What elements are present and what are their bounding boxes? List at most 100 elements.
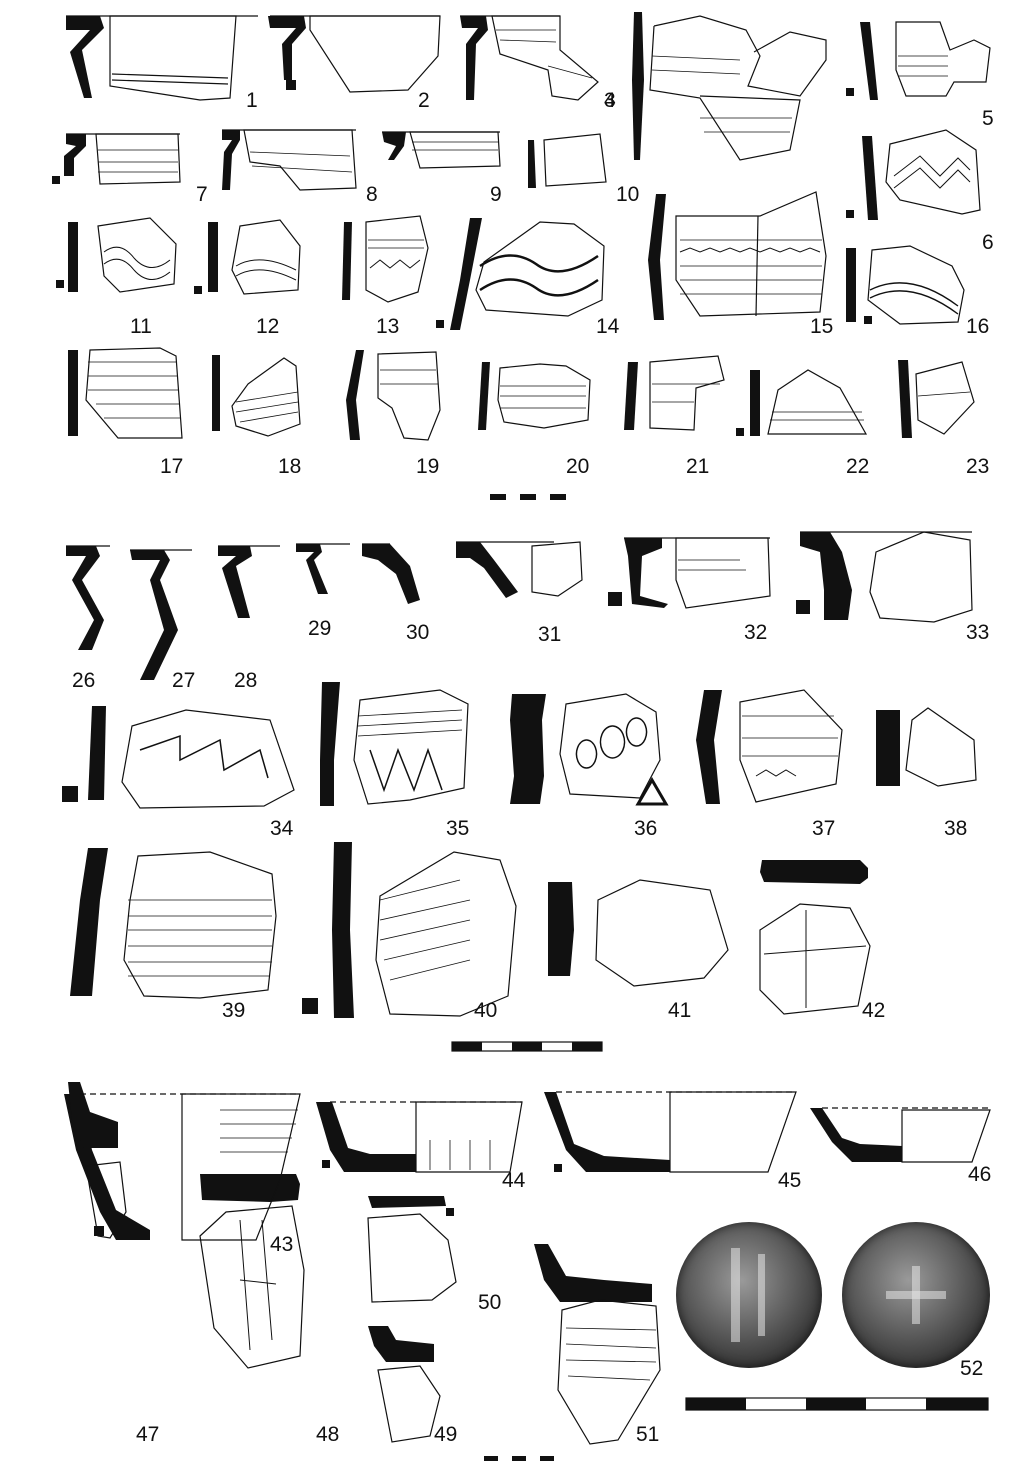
profile-47 [68, 1082, 118, 1148]
figure-number: 12 [256, 315, 280, 338]
profile-8 [222, 130, 240, 190]
profile-39 [70, 848, 108, 996]
figure-number: 6 [982, 231, 994, 254]
sherd-21 [649, 355, 725, 431]
profile-9 [382, 132, 406, 160]
figure-number: 36 [634, 817, 658, 840]
figure-number: 26 [72, 669, 96, 692]
sherd-9 [409, 131, 501, 169]
profile-14 [450, 218, 482, 330]
sherd-7 [95, 133, 181, 185]
figure-number: 29 [308, 617, 332, 640]
figure-number: 50 [478, 1291, 502, 1314]
figure-number: 15 [810, 315, 834, 338]
figure-number: 51 [636, 1423, 660, 1446]
sherd-31 [531, 541, 583, 597]
figure-number: 42 [862, 999, 886, 1022]
figure-number: 2 [418, 89, 430, 112]
profile-37 [696, 690, 722, 804]
figure-number: 16 [966, 315, 990, 338]
profile-50 [368, 1196, 446, 1208]
profile-29 [296, 544, 328, 594]
figure-number: 48 [316, 1423, 340, 1446]
sherd-23 [915, 361, 975, 435]
sherd-1 [109, 15, 237, 101]
profile-31 [456, 542, 518, 598]
figure-number: 47 [136, 1423, 160, 1446]
figure-number: 43 [270, 1233, 294, 1256]
figure-number: 37 [812, 817, 836, 840]
coin-reverse-photo [842, 1222, 990, 1368]
sherd-10 [543, 133, 607, 187]
figure-number: 20 [566, 455, 590, 478]
sherd-35 [353, 689, 469, 805]
figure-number: 38 [944, 817, 968, 840]
profile-7 [64, 134, 86, 176]
sherd-41 [595, 879, 729, 987]
sherd-14 [475, 221, 605, 317]
sherd-48 [199, 1205, 305, 1369]
profile-1 [66, 16, 104, 98]
profile-34 [88, 706, 106, 800]
sherd-47 [85, 1161, 127, 1239]
sherd-19 [377, 351, 441, 441]
sherd-42 [759, 903, 871, 1015]
figure-number: 39 [222, 999, 246, 1022]
sherd-16 [867, 245, 965, 325]
figure-number: 9 [490, 183, 502, 206]
profile-11 [68, 222, 78, 292]
sherd-18 [231, 357, 301, 437]
sherd-5 [895, 21, 991, 97]
profile-10 [528, 140, 536, 188]
profile-38 [876, 710, 900, 786]
figure-number: 1 [246, 89, 258, 112]
profile-45 [544, 1092, 670, 1172]
profile-15 [648, 194, 666, 320]
sherd-4 [649, 15, 827, 161]
triangle-symbol [635, 777, 669, 806]
figure-number: 34 [270, 817, 294, 840]
profile-44 [316, 1102, 416, 1172]
sherd-11 [97, 217, 177, 293]
profile-40 [332, 842, 354, 1018]
sherd-6 [885, 129, 981, 215]
profile-46 [810, 1108, 902, 1162]
figure-number: 28 [234, 669, 258, 692]
profile-35 [320, 682, 340, 806]
figure-number: 17 [160, 455, 184, 478]
profile-48 [200, 1174, 300, 1202]
profile-3 [460, 16, 488, 100]
figure-number: 52 [960, 1357, 984, 1380]
sherd-34 [121, 709, 295, 809]
figure-number: 14 [596, 315, 620, 338]
figure-number: 18 [278, 455, 302, 478]
profile-4 [632, 12, 644, 160]
sherd-15 [675, 191, 827, 317]
sherd-3 [491, 15, 599, 101]
figure-number: 7 [196, 183, 208, 206]
sherd-49 [377, 1365, 441, 1443]
sherd-2 [309, 15, 441, 93]
profile-49 [368, 1326, 434, 1362]
sherd-39 [123, 851, 277, 999]
sherd-45 [669, 1091, 797, 1173]
figure-number: 46 [968, 1163, 992, 1186]
coin-obverse-photo [676, 1222, 822, 1368]
profile-42 [760, 860, 868, 884]
figure-number: 3 [604, 89, 616, 112]
figure-number: 4 [604, 89, 616, 112]
figure-number: 8 [366, 183, 378, 206]
figure-number: 19 [416, 455, 440, 478]
sherd-43 [181, 1093, 301, 1241]
profile-27 [130, 550, 178, 680]
sherd-17 [85, 347, 183, 439]
figure-number: 33 [966, 621, 990, 644]
sherd-37 [739, 689, 843, 803]
sherd-40 [375, 851, 517, 1017]
scale-square [286, 80, 296, 90]
figure-number: 27 [172, 669, 196, 692]
figure-number: 31 [538, 623, 562, 646]
profile-22 [750, 370, 760, 436]
